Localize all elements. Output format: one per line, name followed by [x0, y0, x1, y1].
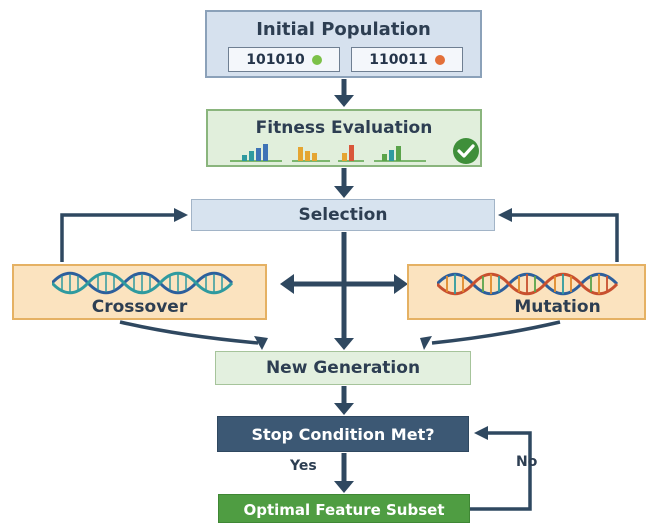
stop-condition-title: Stop Condition Met?	[251, 425, 435, 444]
arrow-mutation-to-newgen	[431, 320, 561, 345]
selection-title: Selection	[298, 205, 388, 225]
fitness-dot-icon	[311, 54, 322, 65]
stop-condition-node: Stop Condition Met?	[217, 416, 469, 452]
chromosome-2: 110011	[351, 47, 463, 72]
optimal-feature-subset-node: Optimal Feature Subset	[218, 494, 470, 523]
arrow-crossover-to-selection	[60, 213, 176, 262]
mutation-title: Mutation	[514, 297, 601, 317]
fitness-evaluation-node: Fitness Evaluation	[206, 109, 482, 167]
chromosome-1: 101010	[228, 47, 340, 72]
arrow-no-loop	[470, 431, 532, 511]
arrow-crossover-to-newgen	[119, 320, 259, 345]
no-edge-label: No	[516, 454, 538, 470]
optimal-feature-subset-title: Optimal Feature Subset	[243, 501, 445, 519]
new-generation-title: New Generation	[265, 358, 421, 378]
fitness-evaluation-title: Fitness Evaluation	[255, 118, 433, 138]
fitness-bars-icon	[230, 144, 426, 162]
check-badge-icon	[453, 138, 479, 164]
dna-helix-icon	[437, 272, 619, 296]
chromosome-1-bits: 101010	[246, 51, 305, 68]
selection-node: Selection	[191, 199, 495, 231]
dna-helix-icon	[52, 271, 234, 295]
chromosome-2-bits: 110011	[369, 51, 428, 68]
arrow-mutation-to-selection	[510, 213, 619, 262]
initial-population-title: Initial Population	[256, 19, 431, 40]
initial-population-node: Initial Population 101010 110011	[205, 10, 482, 78]
mutation-node: Mutation	[407, 264, 646, 320]
fitness-dot-icon	[434, 54, 445, 65]
crossover-node: Crossover	[12, 264, 267, 320]
crossover-title: Crossover	[91, 297, 188, 317]
new-generation-node: New Generation	[215, 351, 471, 385]
yes-edge-label: Yes	[290, 458, 317, 474]
